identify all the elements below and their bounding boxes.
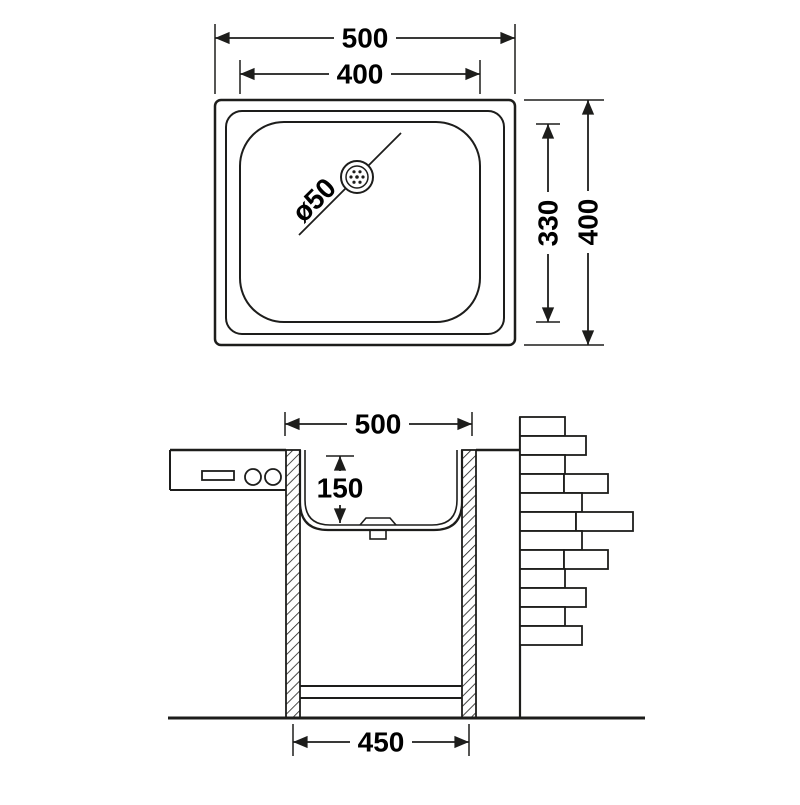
- brick: [519, 435, 587, 456]
- drain-hole: [358, 180, 362, 184]
- bowl-depth-section-label: 150: [317, 473, 364, 504]
- drain-outlet-stub: [369, 529, 387, 540]
- bowl-section: [298, 450, 464, 540]
- cabinet: [285, 449, 477, 719]
- dimension-opening-width: 500: [284, 409, 473, 440]
- cabinet-wall-right: [461, 449, 477, 719]
- brick: [575, 511, 634, 532]
- dimension-bowl-depth-plan: 330: [533, 123, 564, 323]
- brick-wall: [518, 416, 634, 718]
- brick: [519, 530, 583, 551]
- drain-hole: [349, 175, 353, 179]
- tap-hole: [264, 468, 282, 486]
- drain-cover-section: [359, 517, 397, 526]
- drain: [340, 160, 374, 194]
- brick: [519, 511, 577, 532]
- sink-rim-edge: [225, 110, 505, 335]
- drain-hole: [358, 170, 362, 174]
- dimension-cabinet-width: 450: [292, 724, 470, 758]
- dimension-overall-width: 500: [214, 23, 516, 94]
- brick: [519, 625, 583, 646]
- overflow-slot: [201, 470, 235, 481]
- cabinet-wall-left: [285, 449, 301, 719]
- drain-diameter-label: ø50: [286, 172, 342, 228]
- overall-depth-label: 400: [573, 199, 604, 246]
- brick: [519, 416, 566, 437]
- dimension-overall-depth: 400: [524, 99, 604, 346]
- drain-hole: [352, 180, 356, 184]
- drain-hole: [355, 175, 359, 179]
- drain-hole: [361, 175, 365, 179]
- brick: [519, 606, 566, 627]
- brick: [519, 492, 583, 513]
- brick: [519, 587, 587, 608]
- top-view: ø50 500 400 400: [213, 23, 604, 347]
- bowl-width-label: 400: [337, 59, 384, 90]
- bowl-depth-plan-label: 330: [533, 200, 564, 247]
- brick: [519, 473, 565, 494]
- countertop-left: [169, 448, 286, 491]
- tap-hole: [244, 468, 262, 486]
- dimension-bowl-depth-section: 150: [317, 455, 364, 523]
- drain-inner-ring: [345, 165, 369, 189]
- overall-width-label: 500: [342, 23, 389, 54]
- sink-outer-edge: [213, 98, 517, 347]
- sink-bowl-edge: [239, 121, 481, 323]
- opening-width-label: 500: [355, 409, 402, 440]
- brick: [563, 549, 609, 570]
- bowl-inner-wall: [304, 450, 458, 526]
- dimension-bowl-width: 400: [239, 59, 481, 94]
- brick: [563, 473, 609, 494]
- section-view: 500 150: [168, 409, 645, 758]
- brick: [519, 454, 566, 475]
- brick: [519, 568, 566, 589]
- drain-hole: [352, 170, 356, 174]
- cabinet-width-label: 450: [358, 727, 405, 758]
- brick: [519, 549, 565, 570]
